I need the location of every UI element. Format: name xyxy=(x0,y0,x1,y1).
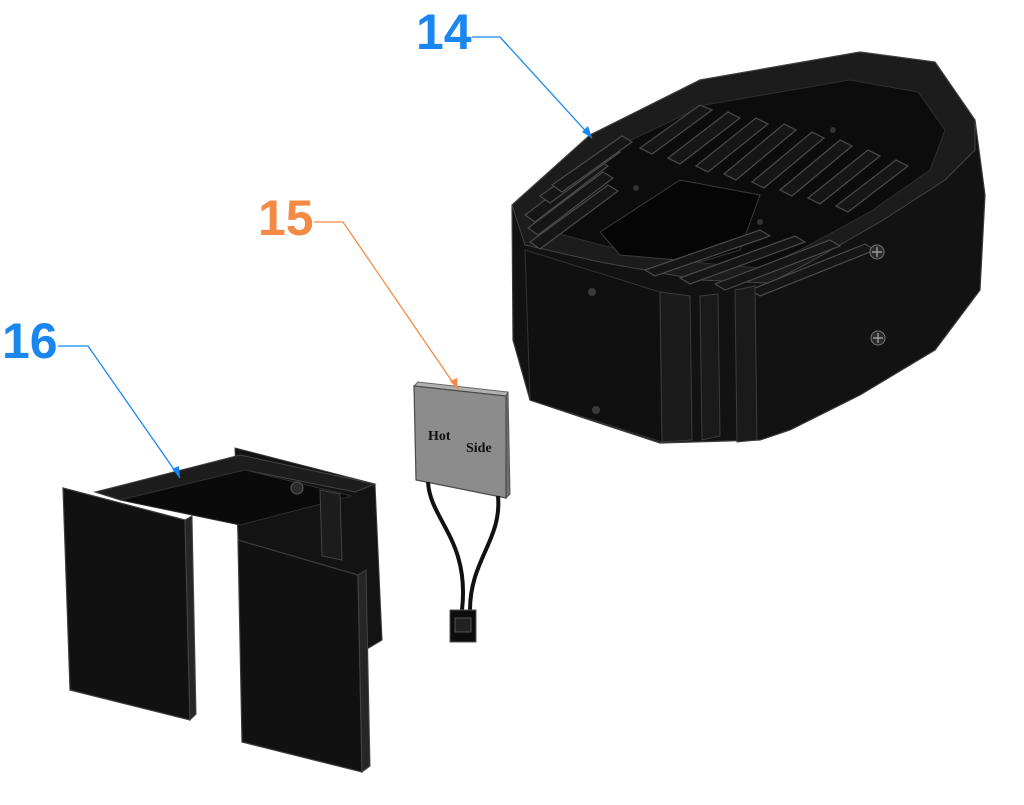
bracket-hole xyxy=(290,481,304,495)
peltier-module: Hot Side xyxy=(412,381,511,643)
leader-line-16 xyxy=(58,345,181,479)
bracket-right-plate-edge xyxy=(357,569,371,773)
peltier-label-hot: Hot xyxy=(428,429,451,444)
callout-16: 16 xyxy=(2,313,181,479)
housing-side-hole xyxy=(592,406,600,414)
housing-side-hole xyxy=(588,288,596,296)
arrowhead-icon xyxy=(172,466,180,478)
bracket-slot xyxy=(319,489,343,561)
housing-front-slot xyxy=(659,291,693,443)
peltier-wire xyxy=(468,495,501,611)
peltier-face xyxy=(413,385,507,499)
phillips-screw-icon xyxy=(869,244,885,260)
housing-top-hole xyxy=(633,185,639,191)
housing-fins-top xyxy=(638,104,910,213)
bracket-right-plate xyxy=(237,539,363,773)
peltier-connector-latch xyxy=(454,617,472,633)
housing-fins-left xyxy=(523,135,634,250)
arrowhead-icon xyxy=(582,126,592,138)
callout-label-14: 14 xyxy=(416,4,472,60)
arrowhead-icon xyxy=(450,378,458,390)
housing-front-slot xyxy=(699,293,721,441)
leader-line-15 xyxy=(314,221,459,391)
bracket-left-plate xyxy=(62,487,191,721)
heatsink-housing xyxy=(511,51,986,444)
phillips-screw-icon xyxy=(870,330,886,346)
housing-top-hole xyxy=(830,127,836,133)
leader-line-14 xyxy=(472,36,593,139)
bracket-left-plate-edge xyxy=(184,515,197,722)
peltier-label-side: Side xyxy=(466,441,492,456)
housing-front-slot xyxy=(734,285,758,443)
peltier-wire xyxy=(426,481,466,611)
callout-label-15: 15 xyxy=(258,190,314,246)
housing-fins-bottom xyxy=(643,229,877,297)
callout-15: 15 xyxy=(258,190,459,391)
housing-top-hole xyxy=(757,219,763,225)
bracket xyxy=(62,447,383,773)
housing-center-opening xyxy=(599,179,761,263)
callout-14: 14 xyxy=(416,4,593,139)
callout-label-16: 16 xyxy=(2,313,58,369)
